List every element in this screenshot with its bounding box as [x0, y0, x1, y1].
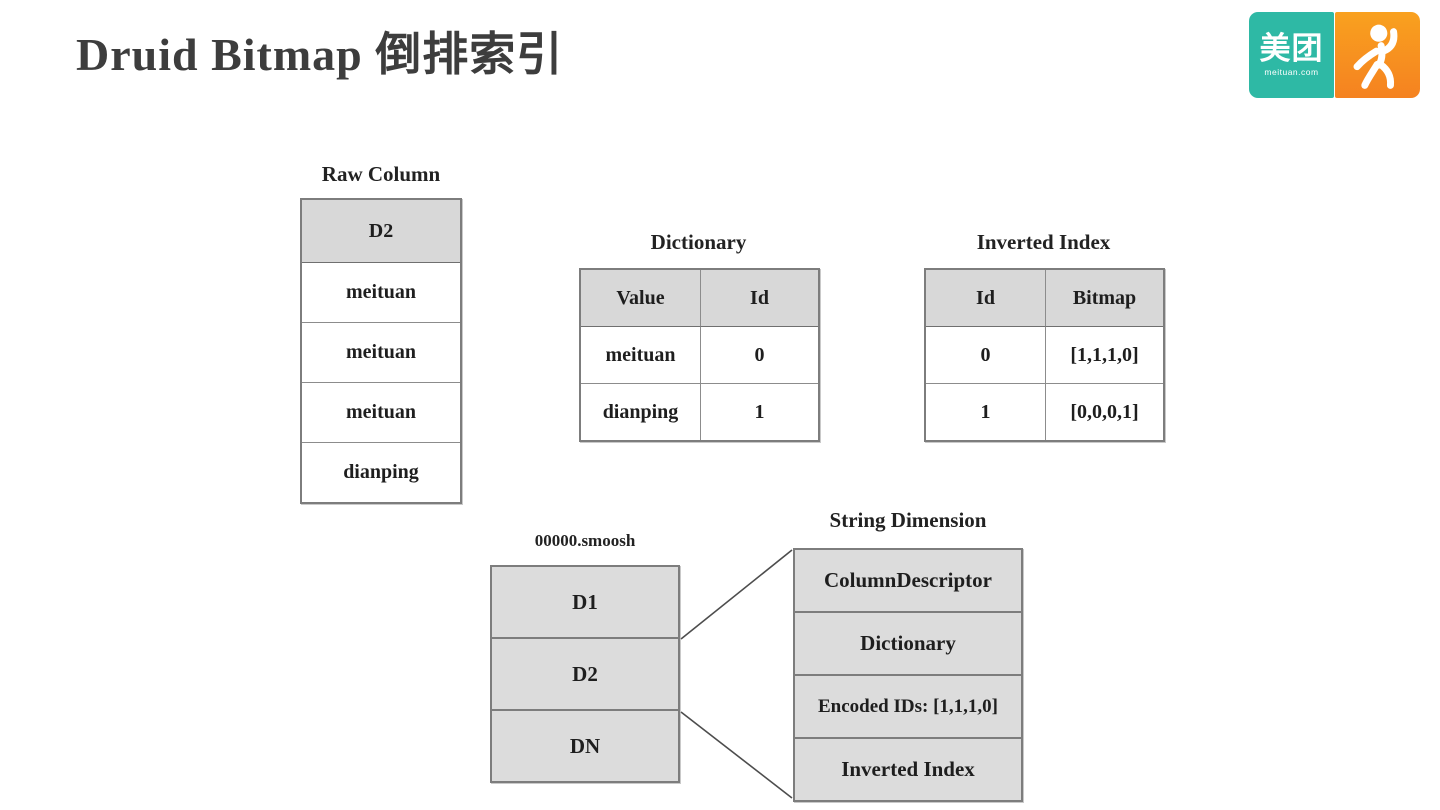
smoosh-segment-d1: D1	[492, 567, 678, 639]
string-dimension-segment-dictionary: Dictionary	[795, 613, 1021, 676]
inverted-index-header-cell: Id	[926, 270, 1046, 327]
inverted-index-table: Id Bitmap 0 [1,1,1,0] 1 [0,0,0,1]	[924, 268, 1165, 442]
inverted-index-cell: [0,0,0,1]	[1046, 384, 1163, 440]
smoosh-stack: D1 D2 DN	[490, 565, 680, 783]
dictionary-header-cell: Id	[701, 270, 818, 327]
raw-column-header-cell: D2	[302, 200, 460, 263]
raw-column-table: D2 meituan meituan meituan dianping	[300, 198, 462, 504]
raw-column-row: dianping	[302, 443, 460, 502]
string-dimension-stack: ColumnDescriptor Dictionary Encoded IDs:…	[793, 548, 1023, 802]
dictionary-cell: 1	[701, 384, 818, 440]
raw-column-row: meituan	[302, 383, 460, 443]
raw-column-label: Raw Column	[321, 162, 441, 186]
page-title: Druid Bitmap 倒排索引	[76, 29, 564, 80]
dictionary-table: Value Id meituan 0 dianping 1	[579, 268, 820, 442]
raw-column-row: meituan	[302, 323, 460, 383]
string-dimension-segment-inverted-index: Inverted Index	[795, 739, 1021, 800]
inverted-index-cell: 1	[926, 384, 1046, 440]
meituan-domain-text: meituan.com	[1264, 67, 1319, 78]
inverted-index-cell: 0	[926, 327, 1046, 384]
inverted-index-label: Inverted Index	[976, 230, 1111, 254]
raw-column-row: meituan	[302, 263, 460, 323]
meituan-brand-text: 美团	[1259, 30, 1324, 66]
string-dimension-segment-encoded-ids: Encoded IDs: [1,1,1,0]	[795, 676, 1021, 739]
smoosh-segment-d2: D2	[492, 639, 678, 711]
string-dimension-label: String Dimension	[829, 508, 987, 532]
dictionary-cell: 0	[701, 327, 818, 384]
meituan-logo: 美团 meituan.com	[1249, 12, 1420, 98]
string-dimension-segment-columndescriptor: ColumnDescriptor	[795, 550, 1021, 613]
smoosh-segment-dn: DN	[492, 711, 678, 781]
meituan-mascot-icon	[1335, 12, 1420, 98]
inverted-index-cell: [1,1,1,0]	[1046, 327, 1163, 384]
meituan-brand-mark: 美团 meituan.com	[1249, 12, 1334, 98]
dictionary-header-cell: Value	[581, 270, 701, 327]
dictionary-label: Dictionary	[650, 230, 747, 254]
inverted-index-header-cell: Bitmap	[1046, 270, 1163, 327]
smoosh-file-label: 00000.smoosh	[534, 531, 636, 550]
dictionary-cell: dianping	[581, 384, 701, 440]
dictionary-cell: meituan	[581, 327, 701, 384]
